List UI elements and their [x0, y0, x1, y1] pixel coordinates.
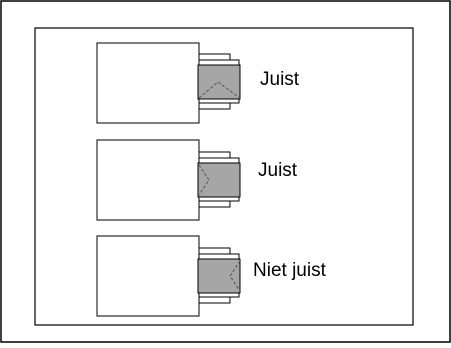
chip-direction-marker: [198, 81, 241, 99]
row-3: Niet juist: [96, 235, 327, 317]
chip-direction-marker: [229, 260, 241, 292]
status-label: Juist: [260, 69, 300, 90]
card-reader-device: [96, 139, 200, 221]
card-reader-device: [96, 235, 200, 317]
row-2: Juist: [96, 139, 298, 221]
status-label: Niet juist: [253, 260, 327, 281]
card-inserted: [197, 258, 241, 294]
card-reader-device: [96, 42, 200, 124]
card-inserted: [197, 162, 241, 198]
row-1: Juist: [96, 42, 300, 124]
status-label: Juist: [258, 160, 298, 181]
chip-direction-marker: [198, 164, 210, 196]
